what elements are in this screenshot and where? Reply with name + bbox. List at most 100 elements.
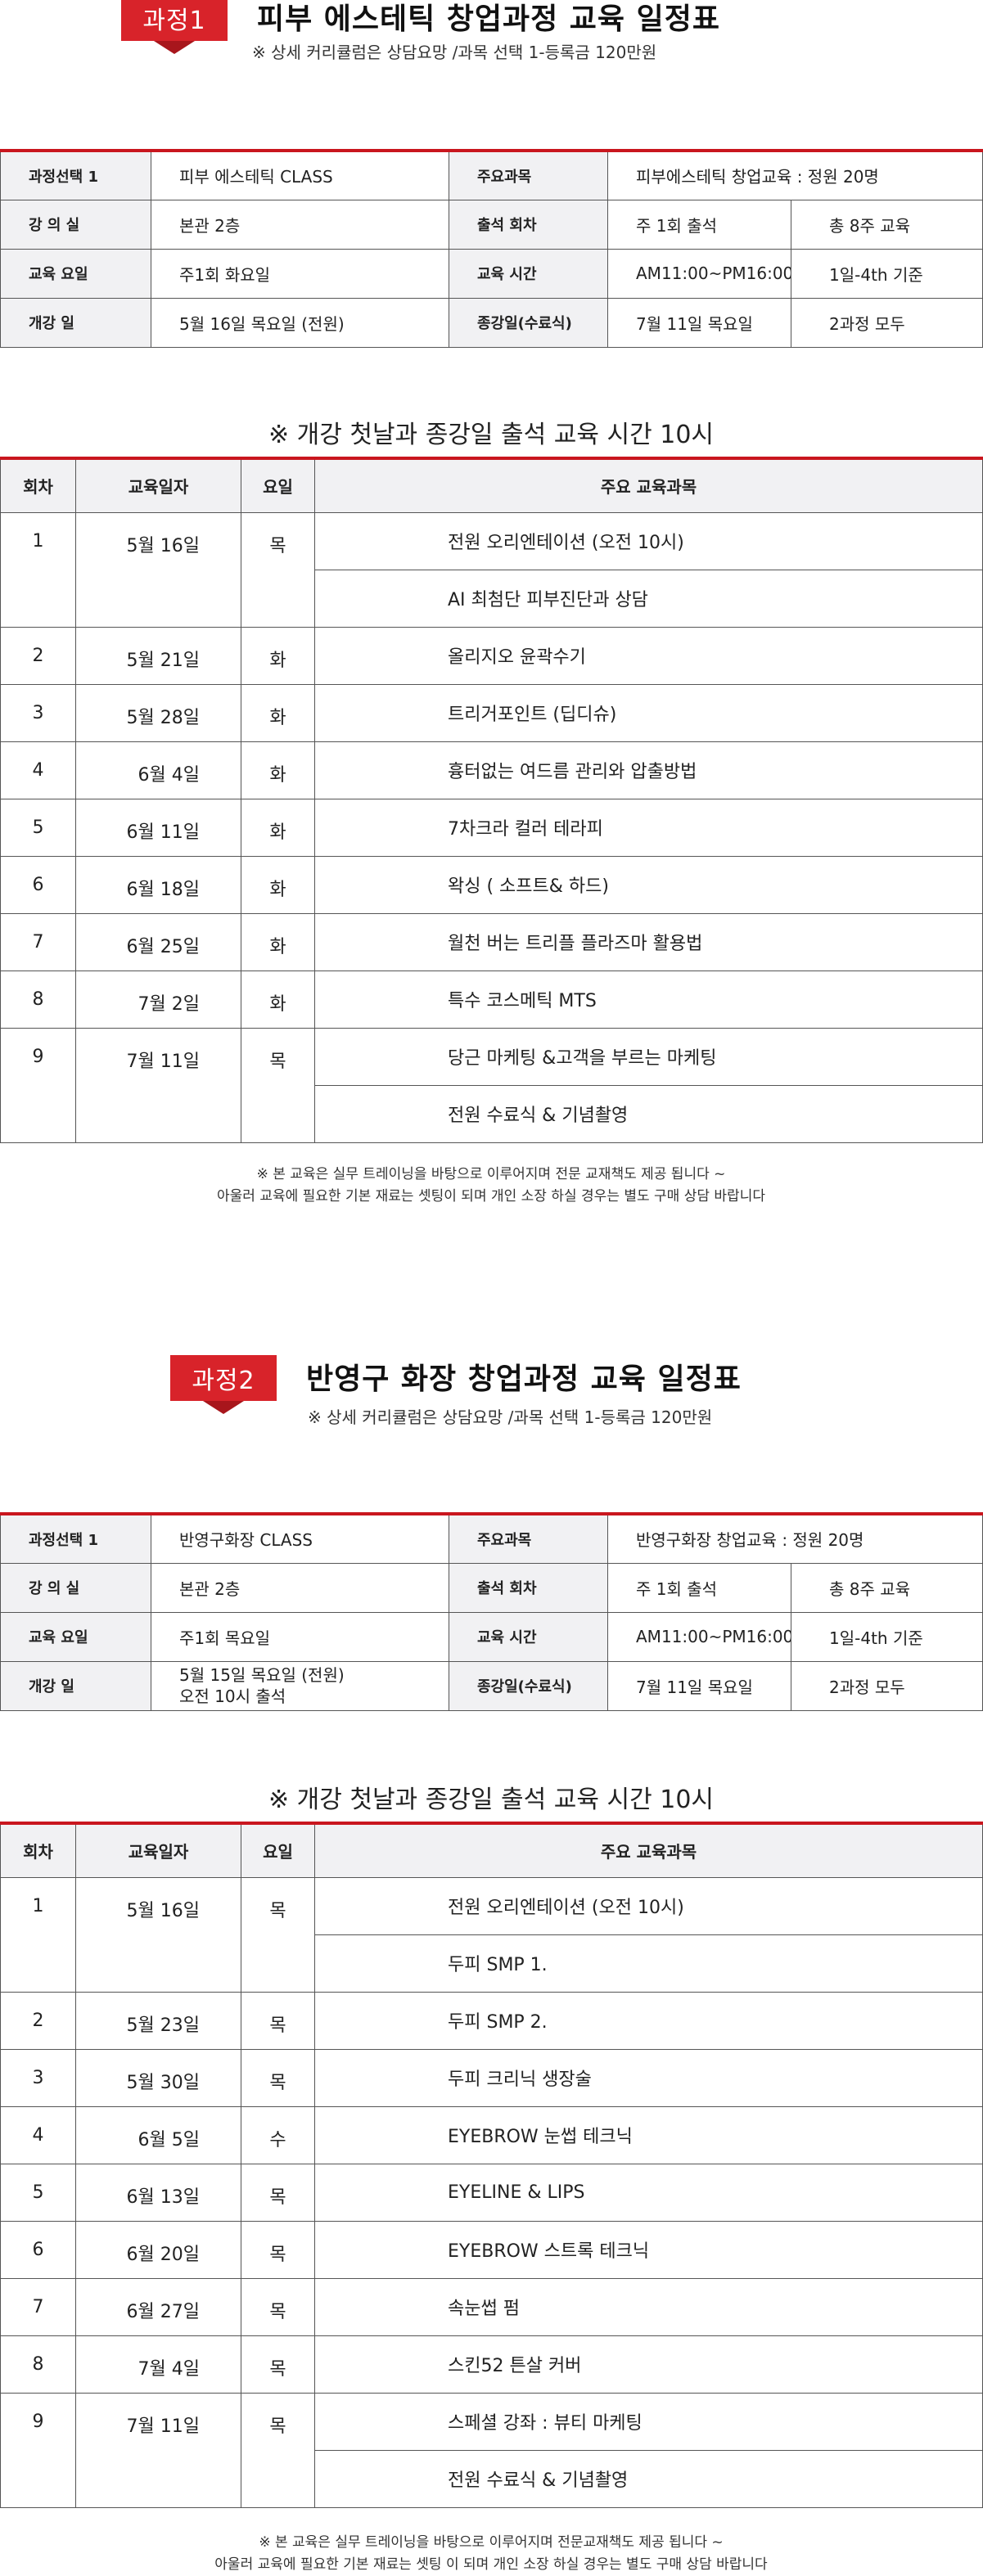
session-date: 7월 11일	[75, 1027, 241, 1143]
session-date: 6월 27일	[75, 2277, 241, 2336]
info-value: 총 8주 교육	[790, 1562, 983, 1613]
session-subject: EYEBROW 눈썹 테크닉	[314, 2105, 983, 2164]
info-row: 과정선택 1 반영구화장 CLASS 주요과목 반영구화장 창업교육 : 정원 …	[0, 1513, 983, 1564]
info-value: 2과정 모두	[790, 1660, 983, 1711]
info-label: 교육 요일	[0, 1611, 151, 1662]
schedule-header-row: 회차 교육일자 요일 주요 교육과목	[0, 457, 983, 513]
course-badge-label: 과정2	[170, 1355, 277, 1401]
info-row: 강 의 실 본관 2층 출석 회차 주 1회 출석 총 8주 교육	[0, 199, 983, 250]
session-date: 5월 30일	[75, 2048, 241, 2107]
session-date: 5월 28일	[75, 683, 241, 742]
info-value: 본관 2층	[151, 1562, 449, 1613]
session-day: 목	[241, 2048, 315, 2107]
session-subject: 두피 SMP 2.	[314, 1991, 983, 2050]
session-day: 화	[241, 741, 315, 799]
table-row: 전원 수료식 & 기념촬영	[1, 1084, 983, 1143]
header-num: 회차	[0, 457, 76, 513]
info-label: 과정선택 1	[0, 150, 151, 200]
info-value: 반영구화장 CLASS	[151, 1513, 449, 1564]
session-subject: 왁싱 ( 소프트& 하드)	[314, 855, 983, 914]
session-subject: 7차크라 컬러 테라피	[314, 798, 983, 857]
session-number: 1	[0, 1876, 76, 1993]
course-badge: 과정2	[170, 1355, 277, 1414]
info-value: 총 8주 교육	[790, 199, 983, 250]
schedule-header-row: 회차 교육일자 요일 주요 교육과목	[0, 1822, 983, 1878]
session-number: 4	[0, 2105, 76, 2164]
info-row: 강 의 실 본관 2층 출석 회차 주 1회 출석 총 8주 교육	[0, 1562, 983, 1613]
info-label: 강 의 실	[0, 1562, 151, 1613]
course-badge: 과정1	[121, 0, 228, 57]
session-date: 6월 4일	[75, 741, 241, 799]
session-day: 화	[241, 626, 315, 685]
table-row: AI 최첨단 피부진단과 상담	[1, 569, 983, 628]
info-value: AM11:00~PM16:00	[607, 248, 791, 299]
schedule-note-heading: ※ 개강 첫날과 종강일 출석 교육 시간 10시	[268, 1786, 715, 1814]
session-day: 화	[241, 970, 315, 1029]
info-row: 개강 일 5월 15일 목요일 (전원) 오전 10시 출석 종강일(수료식) …	[0, 1660, 983, 1711]
session-subject: 특수 코스메틱 MTS	[314, 970, 983, 1029]
session-day: 화	[241, 683, 315, 742]
session-date: 6월 20일	[75, 2220, 241, 2279]
session-day: 화	[241, 798, 315, 857]
session-subject: 두피 크리닉 생장술	[314, 2048, 983, 2107]
session-number: 9	[0, 2392, 76, 2508]
footnote-line-2: 아울러 교육에 필요한 기본 재료는 셋팅 이 되며 개인 소장 하실 경우는 …	[214, 2556, 768, 2573]
info-value: 7월 11일 목요일	[607, 1660, 791, 1711]
session-date: 6월 11일	[75, 798, 241, 857]
session-number: 3	[0, 2048, 76, 2107]
info-value: 주1회 목요일	[151, 1611, 449, 1662]
session-date: 6월 25일	[75, 912, 241, 971]
session-day: 목	[241, 511, 315, 628]
badge-tail	[203, 1401, 244, 1414]
header-day: 요일	[241, 457, 315, 513]
session-number: 7	[0, 912, 76, 971]
table-row: 전원 수료식 & 기념촬영	[1, 2449, 983, 2508]
page-subtitle: ※ 상세 커리큘럼은 상담요망 /과목 선택 1-등록금 120만원	[252, 43, 657, 62]
info-row: 교육 요일 주1회 목요일 교육 시간 AM11:00~PM16:00 1일-4…	[0, 1611, 983, 1662]
session-subject: 전원 수료식 & 기념촬영	[314, 2449, 983, 2508]
session-day: 목	[241, 1876, 315, 1993]
info-label: 주요과목	[449, 150, 608, 200]
session-number: 2	[0, 1991, 76, 2050]
session-subject: 속눈썹 펌	[314, 2277, 983, 2336]
footnote-line-1: ※ 본 교육은 실무 트레이닝을 바탕으로 이루어지며 전문교재책도 제공 됩니…	[259, 2534, 724, 2551]
session-subject: 전원 수료식 & 기념촬영	[314, 1084, 983, 1143]
session-subject: 전원 오리엔테이션 (오전 10시)	[314, 1876, 983, 1935]
session-day: 목	[241, 2392, 315, 2508]
info-label: 강 의 실	[0, 199, 151, 250]
session-subject: 올리지오 윤곽수기	[314, 626, 983, 685]
info-value: 주 1회 출석	[607, 199, 791, 250]
info-value: 7월 11일 목요일	[607, 297, 791, 348]
info-value: 반영구화장 창업교육 : 정원 20명	[606, 1513, 983, 1564]
session-number: 8	[0, 970, 76, 1029]
session-date: 5월 16일	[75, 1876, 241, 1993]
table-row: 두피 SMP 1.	[1, 1934, 983, 1993]
info-label: 주요과목	[449, 1513, 608, 1564]
session-number: 6	[0, 2220, 76, 2279]
info-label: 교육 시간	[449, 248, 608, 299]
session-day: 목	[241, 2220, 315, 2279]
info-label: 출석 회차	[449, 1562, 608, 1613]
session-subject: 스킨52 튼살 커버	[314, 2335, 983, 2394]
info-label: 개강 일	[0, 1660, 151, 1711]
info-value: 2과정 모두	[790, 297, 983, 348]
header-day: 요일	[241, 1822, 315, 1878]
session-subject: 트리거포인트 (딥디슈)	[314, 683, 983, 742]
info-value: 피부 에스테틱 CLASS	[151, 150, 449, 200]
session-day: 화	[241, 912, 315, 971]
session-subject: 두피 SMP 1.	[314, 1934, 983, 1993]
info-row: 과정선택 1 피부 에스테틱 CLASS 주요과목 피부에스테틱 창업교육 : …	[0, 150, 983, 200]
course-info-table: 과정선택 1 반영구화장 CLASS 주요과목 반영구화장 창업교육 : 정원 …	[0, 1512, 983, 1711]
session-date: 7월 2일	[75, 970, 241, 1029]
info-value-line-1: 5월 15일 목요일 (전원)	[179, 1665, 345, 1685]
session-subject: AI 최첨단 피부진단과 상담	[314, 569, 983, 628]
